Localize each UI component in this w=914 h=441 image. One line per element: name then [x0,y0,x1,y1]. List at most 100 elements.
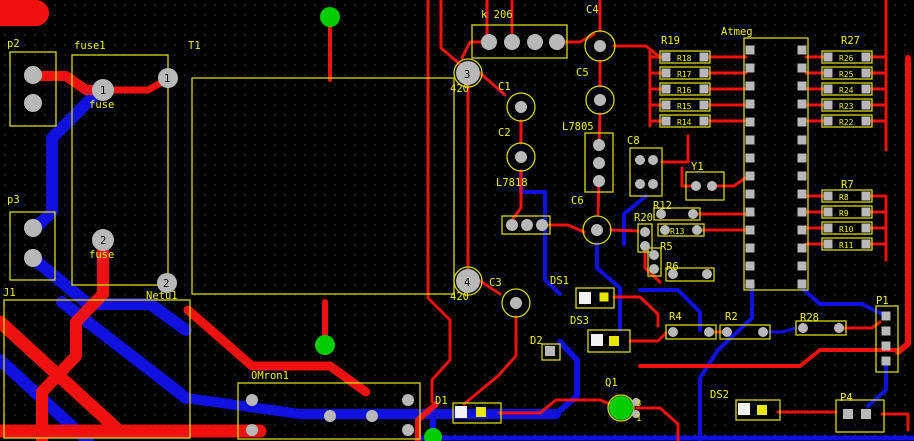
trace-top-layer[interactable] [415,401,439,441]
via[interactable] [320,7,340,27]
pad-round[interactable] [722,327,732,337]
component-outline[interactable] [795,320,847,336]
pad-round[interactable] [594,40,606,52]
pad-square[interactable] [699,100,709,110]
component-outline-circle[interactable] [453,266,483,296]
pad-square[interactable] [881,326,891,336]
pad-square[interactable] [661,116,671,126]
via[interactable] [315,335,335,355]
component-outline[interactable] [659,98,711,112]
pad-round[interactable] [246,394,258,406]
pad-square[interactable] [699,68,709,78]
pad-yellow[interactable] [476,407,486,417]
pad-round[interactable] [649,264,659,274]
pad-square[interactable] [823,239,833,249]
pad-white[interactable] [455,406,467,418]
component-outline[interactable] [821,205,873,219]
component-outline-circle[interactable] [607,394,635,422]
component-outline[interactable] [835,399,885,433]
trace-top-layer[interactable] [612,295,660,328]
pad-square[interactable] [861,68,871,78]
component-outline[interactable] [659,114,711,128]
pad-square[interactable] [745,243,755,253]
pad-square[interactable] [823,52,833,62]
pad-square[interactable] [745,189,755,199]
pad-round[interactable] [158,68,178,88]
pad-square[interactable] [843,409,853,419]
component-outline[interactable] [587,329,631,353]
trace-bottom-layer[interactable] [800,286,888,318]
component-outline[interactable] [821,114,873,128]
component-outline[interactable] [237,382,421,440]
pad-square[interactable] [823,100,833,110]
pad-square[interactable] [661,84,671,94]
pad-round[interactable] [648,155,658,165]
pad-round[interactable] [24,219,42,237]
component-outline[interactable] [637,223,653,253]
pad-square[interactable] [797,189,807,199]
pad-round[interactable] [635,179,645,189]
pad-round[interactable] [504,34,520,50]
pad-square[interactable] [861,84,871,94]
trace-bottom-layer[interactable] [553,339,580,417]
trace-top-layer[interactable] [880,412,910,432]
component-outline-circle[interactable] [585,85,615,115]
pad-round[interactable] [798,323,808,333]
pad-round[interactable] [704,327,714,337]
pad-square[interactable] [745,207,755,217]
pad-square[interactable] [861,191,871,201]
component-outline[interactable] [541,343,561,361]
component-outline[interactable] [821,66,873,80]
pad-round[interactable] [649,250,659,260]
pad-square[interactable] [545,346,555,356]
pad-square[interactable] [797,279,807,289]
component-outline[interactable] [821,189,873,203]
component-outline-circle[interactable] [501,288,531,318]
pad-yellow[interactable] [609,336,619,346]
component-outline[interactable] [735,399,781,421]
pad-round[interactable] [246,424,258,436]
pad-square[interactable] [861,52,871,62]
via[interactable] [424,428,442,441]
pad-square[interactable] [745,153,755,163]
component-outline-circle[interactable] [506,92,536,122]
component-outline[interactable] [821,237,873,251]
pad-square[interactable] [745,117,755,127]
pad-round[interactable] [24,66,42,84]
pad-round[interactable] [834,323,844,333]
component-outline[interactable] [71,54,169,286]
pad-square[interactable] [861,100,871,110]
pad-white[interactable] [738,403,750,415]
pad-round[interactable] [527,34,543,50]
component-outline[interactable] [821,221,873,235]
component-outline[interactable] [875,305,899,373]
pad-square[interactable] [797,243,807,253]
pad-square[interactable] [661,52,671,62]
pad-square[interactable] [745,63,755,73]
pad-round[interactable] [506,219,518,231]
pad-round[interactable] [536,219,548,231]
pad-square[interactable] [661,68,671,78]
pad-round[interactable] [456,61,480,85]
trace-bottom-layer[interactable] [698,286,754,441]
pad-round[interactable] [691,181,701,191]
pad-square[interactable] [699,52,709,62]
trace-bottom-layer[interactable] [622,194,648,246]
pad-round[interactable] [640,227,650,237]
trace-top-layer[interactable] [426,0,452,404]
pad-round[interactable] [632,410,640,418]
trace-bottom-layer[interactable] [595,242,622,332]
component-outline[interactable] [719,324,771,340]
pad-round[interactable] [510,297,522,309]
component-outline[interactable] [452,402,502,424]
pad-white[interactable] [591,334,603,346]
pad-round[interactable] [24,94,42,112]
pad-square[interactable] [861,207,871,217]
pad-round[interactable] [402,394,414,406]
trace-top-layer[interactable] [462,315,518,406]
component-outline[interactable] [659,66,711,80]
trace-bottom-layer[interactable] [27,87,103,236]
pad-square[interactable] [745,99,755,109]
pad-yellow[interactable] [599,292,609,302]
pad-round[interactable] [640,241,650,251]
